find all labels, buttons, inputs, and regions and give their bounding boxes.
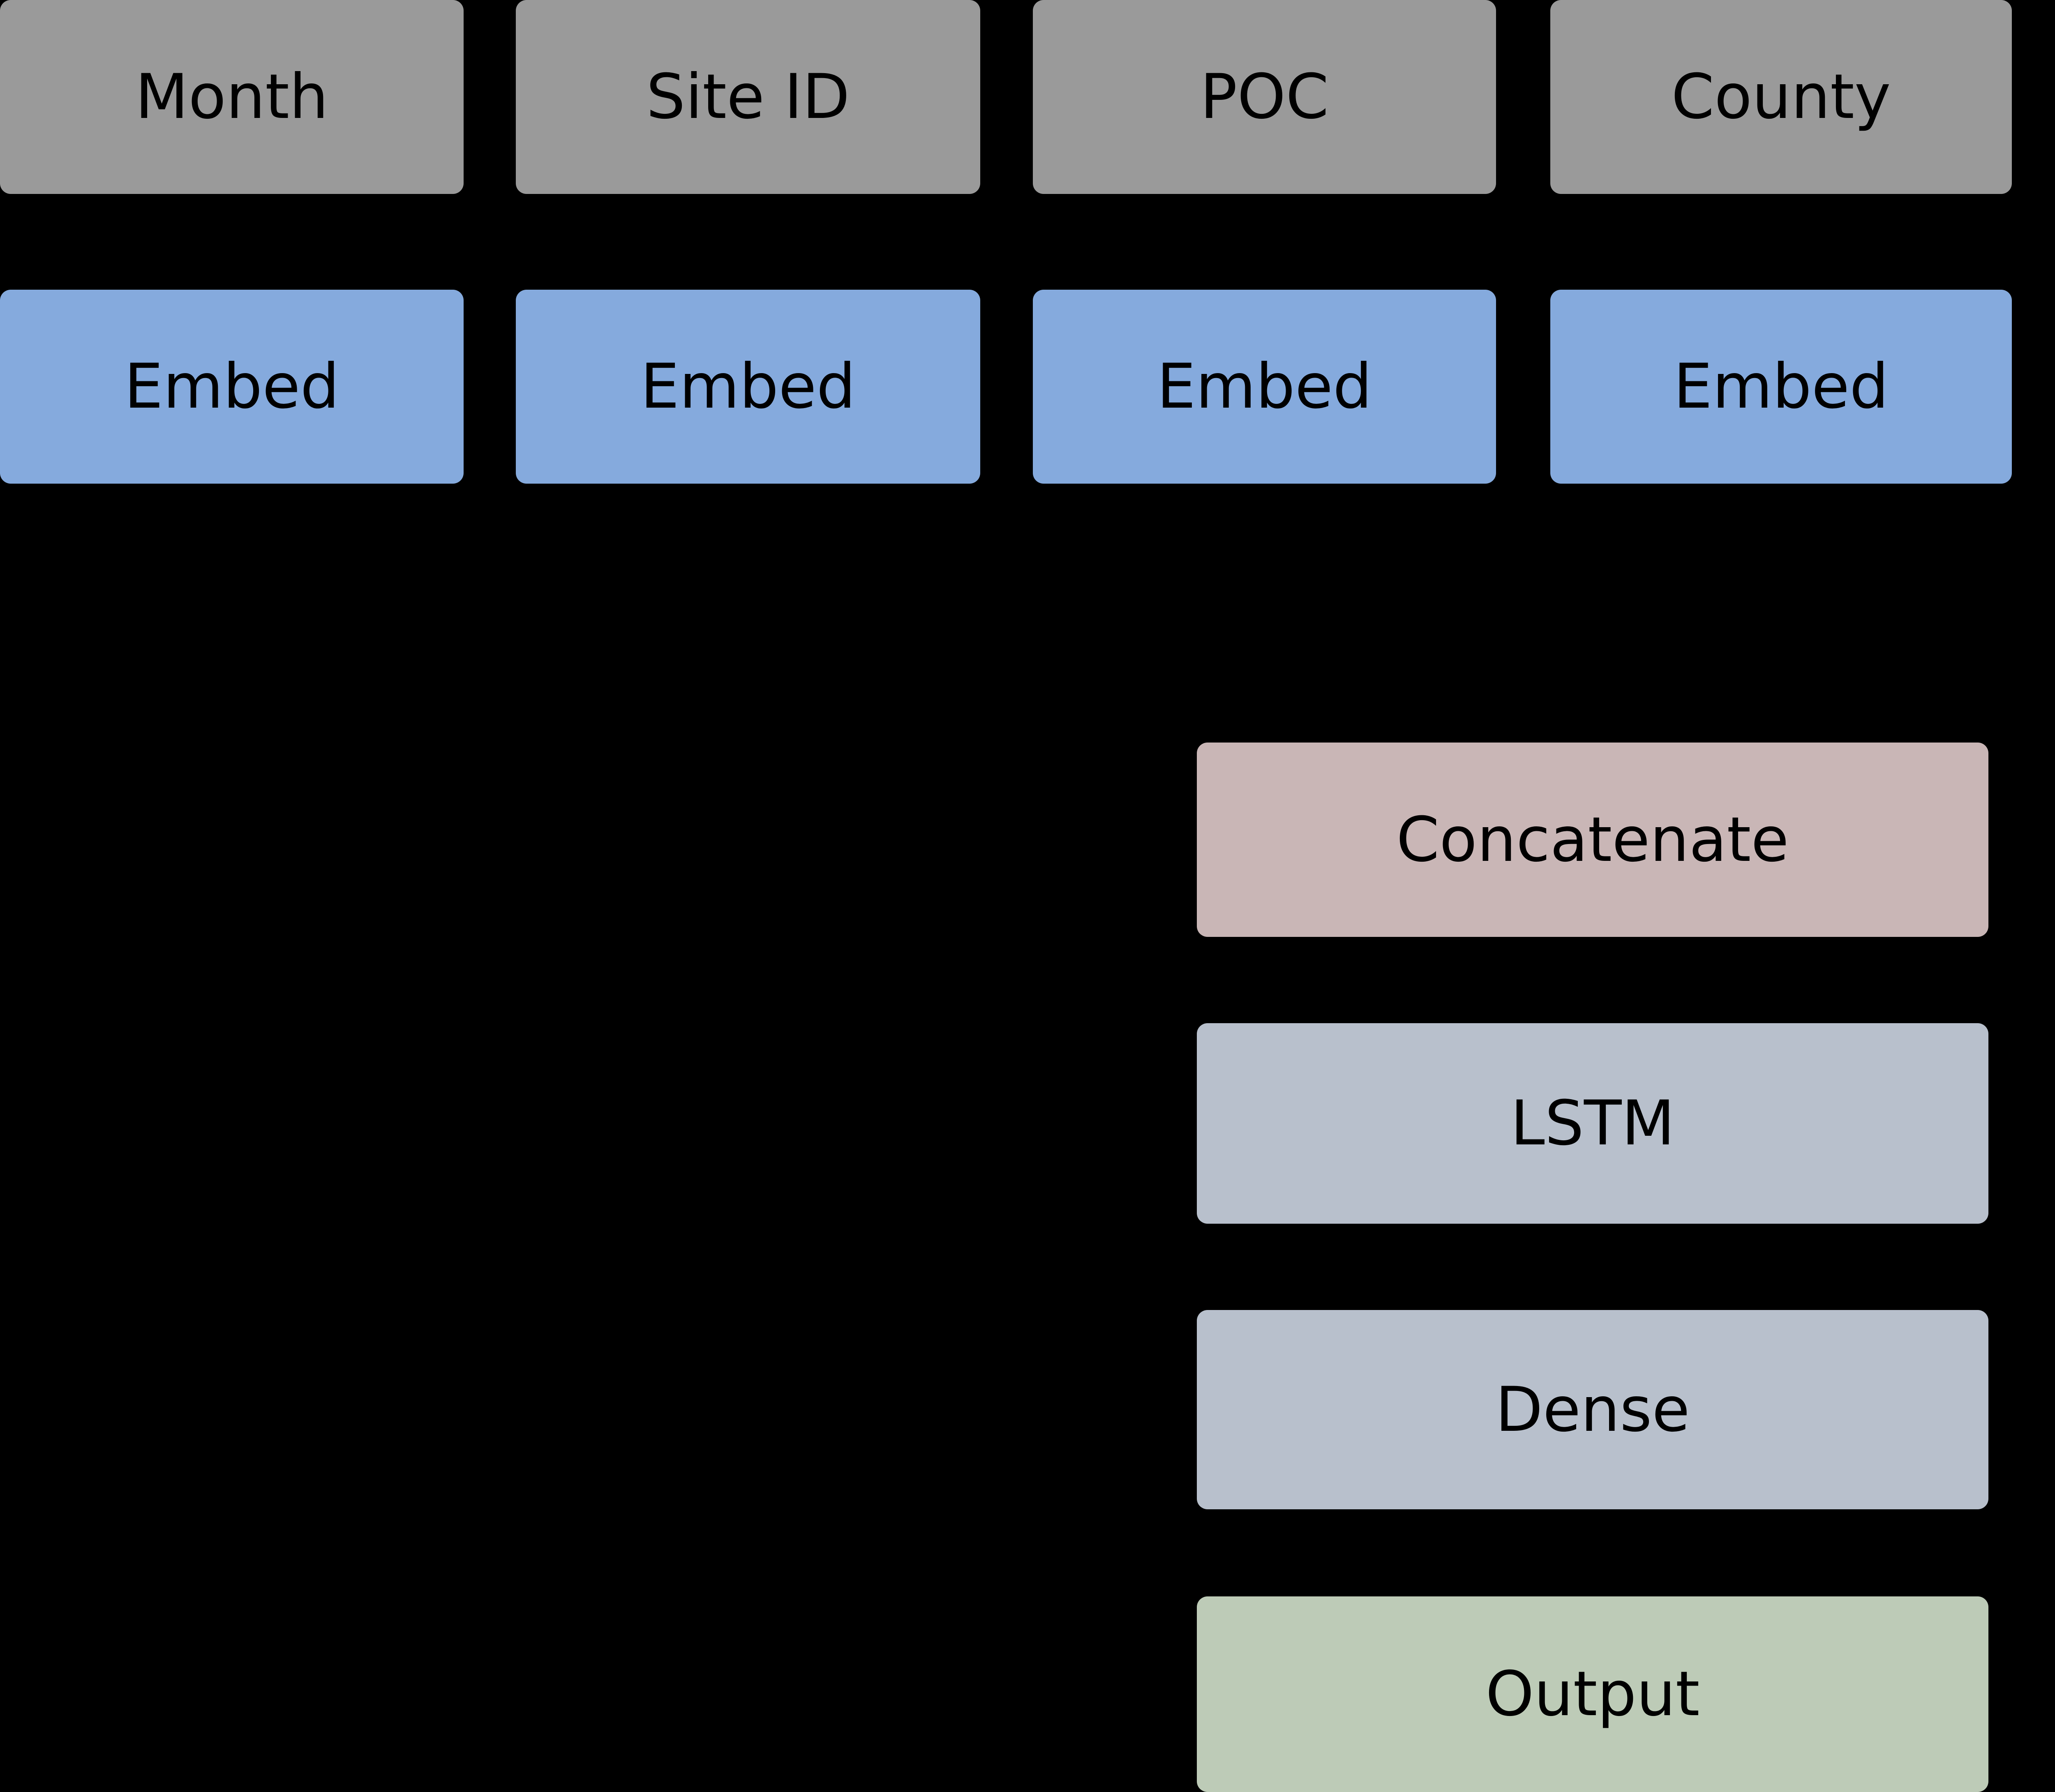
edge-lstm-to-dense — [1590, 1224, 1596, 1310]
input-node-county[interactable]: County — [1550, 0, 2012, 194]
edge-arrowhead-input-to-embed-1 — [734, 271, 762, 290]
edge-arrowhead-input-to-embed-3 — [1767, 271, 1795, 290]
edge-input-to-embed-2 — [1261, 194, 1268, 290]
edge-embed-bus — [232, 616, 1593, 622]
input-node-site-id[interactable]: Site ID — [516, 0, 980, 194]
edge-arrowhead-dense-to-output — [1579, 1578, 1607, 1596]
layer-node-dense[interactable]: Dense — [1197, 1310, 1988, 1509]
edge-arrowhead-input-to-embed-0 — [218, 271, 246, 290]
embed-node-site-id-label: Embed — [640, 351, 856, 422]
edge-dense-to-output — [1590, 1509, 1596, 1596]
input-node-site-id-label: Site ID — [646, 61, 850, 133]
layer-node-lstm[interactable]: LSTM — [1197, 1023, 1988, 1224]
edge-embed-to-bus-3 — [1778, 484, 1784, 619]
edge-obs-bus — [1593, 616, 2055, 622]
layer-node-concatenate[interactable]: Concatenate — [1197, 743, 1988, 937]
layer-node-concatenate-label: Concatenate — [1396, 804, 1789, 876]
edge-embed-to-bus-0 — [229, 484, 235, 619]
edge-arrowhead-concatenate-to-lstm — [1579, 1004, 1607, 1023]
edge-embed-to-bus-1 — [745, 484, 751, 619]
layer-node-output-label: Output — [1485, 1658, 1700, 1730]
edge-arrowhead-input-to-embed-2 — [1250, 271, 1279, 290]
edge-bus-to-concatenate — [1590, 619, 1596, 743]
edge-arrowhead-bus-to-concatenate — [1579, 724, 1607, 743]
input-node-month-label: Month — [135, 61, 329, 133]
layer-node-output[interactable]: Output — [1197, 1596, 1988, 1792]
input-node-poc[interactable]: POC — [1033, 0, 1496, 194]
embed-node-poc-label: Embed — [1157, 351, 1372, 422]
edge-input-to-embed-0 — [229, 194, 235, 290]
layer-node-lstm-label: LSTM — [1510, 1088, 1675, 1159]
edge-input-to-embed-3 — [1778, 194, 1784, 290]
embed-node-month-label: Embed — [124, 351, 339, 422]
embed-node-county[interactable]: Embed — [1550, 290, 2012, 484]
input-node-county-label: County — [1671, 61, 1891, 133]
layer-node-dense-label: Dense — [1495, 1374, 1690, 1446]
embed-node-county-label: Embed — [1673, 351, 1889, 422]
embed-node-month[interactable]: Embed — [0, 290, 464, 484]
edge-input-to-embed-1 — [745, 194, 751, 290]
input-node-month[interactable]: Month — [0, 0, 464, 194]
input-node-poc-label: POC — [1200, 61, 1329, 133]
embed-node-poc[interactable]: Embed — [1033, 290, 1496, 484]
edge-embed-to-bus-2 — [1261, 484, 1268, 619]
edge-concatenate-to-lstm — [1590, 937, 1596, 1023]
edge-arrowhead-lstm-to-dense — [1579, 1291, 1607, 1310]
embed-node-site-id[interactable]: Embed — [516, 290, 980, 484]
